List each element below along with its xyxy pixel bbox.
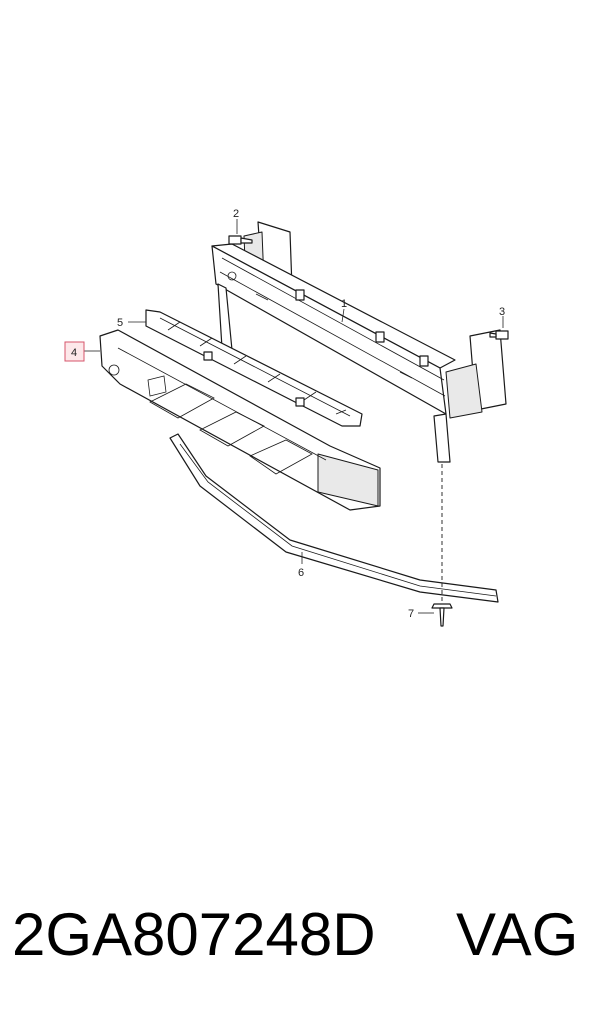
callout-5: 5 xyxy=(117,317,123,329)
callout-3: 3 xyxy=(499,306,505,318)
brand-label: VAG xyxy=(456,901,579,968)
part-5-mounting-bracket xyxy=(145,309,363,427)
part-2-bolt xyxy=(228,235,253,245)
leader-1 xyxy=(341,308,345,323)
callout-4: 4 xyxy=(71,347,77,359)
part-3-bolt xyxy=(489,330,509,340)
part-4-energy-absorber xyxy=(99,329,381,511)
part-number: 2GA807248D xyxy=(12,901,376,968)
part-7-screw xyxy=(431,603,453,627)
footer: 2GA807248D VAG xyxy=(0,895,600,985)
callout-1: 1 xyxy=(341,298,347,310)
callout-6: 6 xyxy=(298,567,304,579)
callout-7: 7 xyxy=(408,608,414,620)
callout-4-highlight xyxy=(64,341,85,362)
part-1-bumper-reinforcement xyxy=(211,221,507,463)
callout-2: 2 xyxy=(233,208,239,220)
part-6-trim-strip xyxy=(169,433,499,603)
